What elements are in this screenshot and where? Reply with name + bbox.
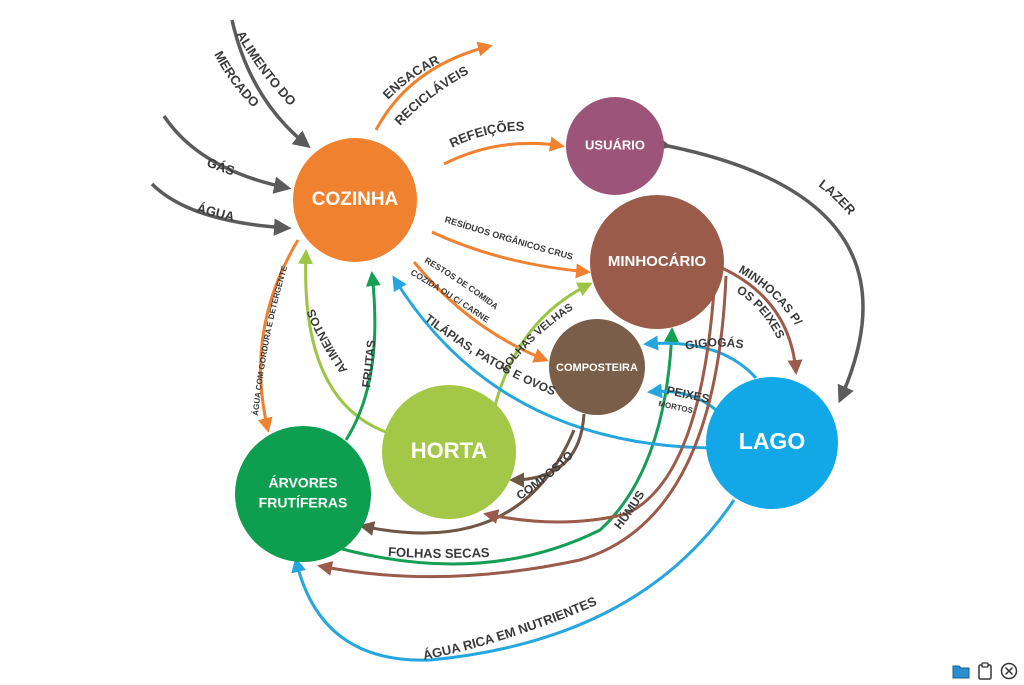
arrow-gigogas bbox=[643, 335, 758, 380]
folder-icon[interactable] bbox=[952, 662, 970, 680]
arrow-humus-horta bbox=[483, 289, 716, 524]
arrow-lazer bbox=[652, 134, 865, 404]
composteira-circle bbox=[549, 319, 645, 415]
arvores-label-line2: FRUTÍFERAS bbox=[259, 495, 348, 511]
minhocario-circle bbox=[590, 195, 724, 329]
node-lago: LAGO bbox=[706, 377, 838, 509]
label-alimentos: ALIMENTOS bbox=[304, 307, 351, 376]
node-cozinha: COZINHA bbox=[293, 138, 417, 262]
arrow-minhocas bbox=[721, 266, 803, 375]
viewer-toolbar bbox=[952, 662, 1018, 680]
cozinha-circle bbox=[293, 138, 417, 262]
horta-circle bbox=[382, 385, 516, 519]
arrow-frutas bbox=[344, 271, 381, 441]
node-minhocario: MINHOCÁRIO bbox=[590, 195, 724, 329]
node-horta: HORTA bbox=[382, 385, 516, 519]
label-agua-gordura: ÁGUA COM GORDURA E DETERGENTE bbox=[251, 264, 289, 416]
composteira-label: COMPOSTEIRA bbox=[556, 362, 638, 374]
lago-circle bbox=[706, 377, 838, 509]
label-agua: ÁGUA bbox=[195, 200, 236, 224]
horta-label: HORTA bbox=[411, 438, 488, 463]
label-refeicoes: REFEIÇÕES bbox=[447, 119, 525, 151]
close-icon[interactable] bbox=[1000, 662, 1018, 680]
arrow-restos bbox=[412, 261, 549, 363]
label-residuos: RESÍDUOS ORGÂNICOS CRUS bbox=[443, 214, 574, 261]
arrow-refeicoes bbox=[443, 136, 565, 166]
arrow-agua-gordura bbox=[257, 239, 300, 433]
arrow-gas bbox=[162, 115, 292, 194]
arrow-alimento-mercado bbox=[230, 19, 311, 149]
arrow-composto bbox=[509, 413, 586, 488]
label-folhas-secas: FOLHAS SECAS bbox=[388, 544, 490, 561]
arrow-folhas-secas bbox=[323, 327, 679, 566]
node-usuario: USUÁRIO bbox=[566, 97, 664, 195]
arrow-agua-rica bbox=[291, 499, 736, 662]
label-gigogas: GIGOGÁS bbox=[684, 335, 745, 353]
lago-label: LAGO bbox=[739, 428, 805, 454]
usuario-label: USUÁRIO bbox=[585, 137, 645, 152]
cozinha-label: COZINHA bbox=[312, 189, 399, 210]
arrow-agua bbox=[150, 182, 292, 236]
clipboard-icon[interactable] bbox=[976, 662, 994, 680]
node-composteira: COMPOSTEIRA bbox=[549, 319, 645, 415]
label-gas: GÁS bbox=[205, 155, 237, 179]
arrow-peixes bbox=[647, 383, 717, 412]
arrow-tilapias bbox=[392, 275, 725, 450]
arrow-ensacar bbox=[374, 41, 493, 131]
label-composto: COMPOSTO bbox=[514, 448, 576, 502]
arrow-alimentos bbox=[298, 249, 387, 434]
arvores-circle bbox=[235, 426, 371, 562]
arrow-residuos bbox=[431, 230, 591, 279]
usuario-circle bbox=[566, 97, 664, 195]
arvores-label-line1: ÁRVORES bbox=[269, 475, 338, 491]
minhocario-label: MINHOCÁRIO bbox=[608, 253, 707, 270]
arrow-humus-arvores bbox=[317, 275, 728, 579]
node-arvores-frutiferas: ÁRVORES FRUTÍFERAS bbox=[235, 426, 371, 562]
label-frutas: FRUTAS bbox=[359, 339, 378, 388]
